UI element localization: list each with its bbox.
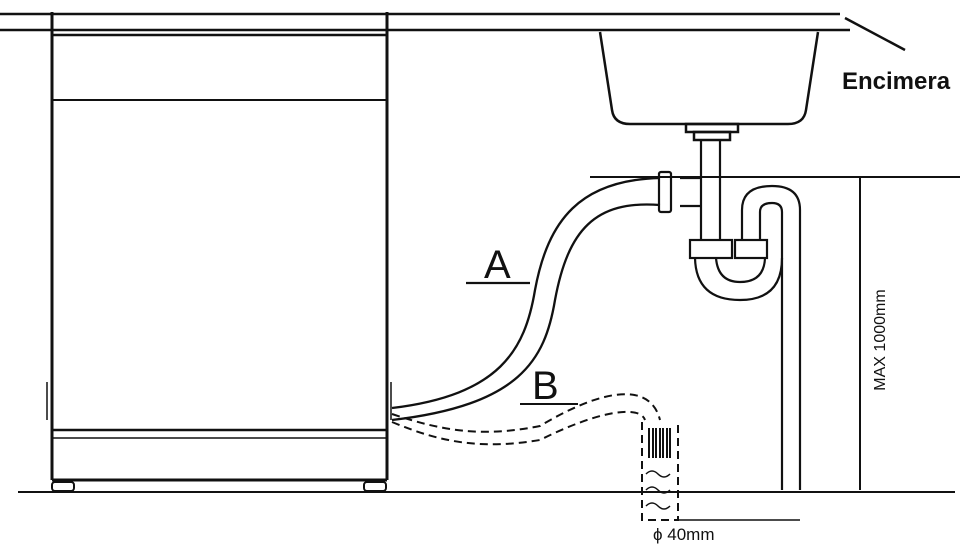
countertop-label: Encimera	[842, 68, 951, 95]
hose-b-label: B	[532, 364, 559, 408]
standpipe-waves	[645, 470, 671, 510]
max-height-dimension	[590, 176, 960, 490]
sink-trap	[680, 140, 802, 490]
dishwasher	[46, 12, 392, 492]
standpipe-marks	[648, 428, 671, 458]
countertop	[0, 12, 906, 52]
drain-diameter-label: ϕ 40mm	[653, 525, 715, 544]
max-height-label: MAX 1000mm	[872, 289, 889, 391]
hose-a	[391, 176, 661, 422]
hose-b	[391, 393, 679, 521]
hose-a-label: A	[484, 243, 511, 287]
sink-basin	[598, 31, 820, 142]
hose-connector	[657, 170, 673, 214]
